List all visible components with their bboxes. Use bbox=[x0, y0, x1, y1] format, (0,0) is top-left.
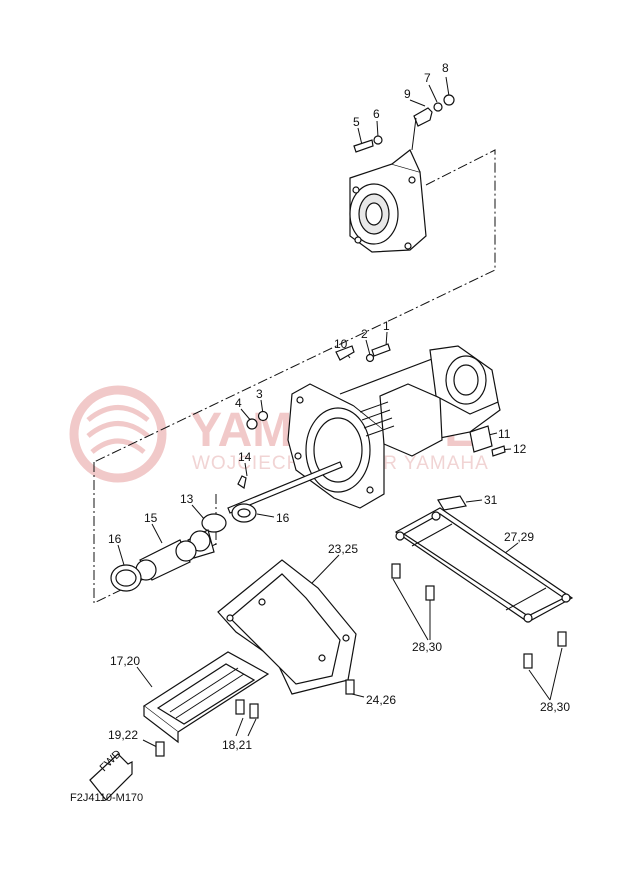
callout-11: 11 bbox=[498, 427, 511, 441]
callout-4: 4 bbox=[235, 396, 242, 410]
callout-24-26: 24,26 bbox=[366, 693, 396, 707]
callout-16-right: 16 bbox=[276, 511, 290, 525]
callouts: 8 7 9 6 5 1 2 10 3 4 11 12 14 13 31 16 1… bbox=[108, 61, 570, 752]
callout-15: 15 bbox=[144, 511, 158, 525]
callout-17-20: 17,20 bbox=[110, 654, 140, 668]
upper-bearing-housing bbox=[349, 149, 427, 253]
ride-plate bbox=[142, 651, 270, 757]
drive-shaft-group bbox=[110, 461, 343, 592]
callout-19-22: 19,22 bbox=[108, 728, 138, 742]
callout-1: 1 bbox=[383, 319, 390, 333]
callout-2: 2 bbox=[361, 327, 368, 341]
watermark-logo bbox=[69, 385, 167, 483]
callout-13: 13 bbox=[180, 492, 194, 506]
jet-pump-housing bbox=[287, 345, 501, 509]
drawing-code: F2J4110-M170 bbox=[70, 792, 143, 804]
callout-14: 14 bbox=[238, 450, 252, 464]
callout-28-30-left: 28,30 bbox=[412, 640, 442, 654]
upper-fasteners bbox=[353, 94, 455, 153]
callout-18-21: 18,21 bbox=[222, 738, 252, 752]
callout-6: 6 bbox=[373, 107, 380, 121]
intake-grate bbox=[394, 495, 574, 623]
callout-16-left: 16 bbox=[108, 532, 122, 546]
callout-27-29: 27,29 bbox=[504, 530, 534, 544]
grate-bolts bbox=[391, 563, 567, 669]
callout-5: 5 bbox=[353, 115, 360, 129]
callout-12: 12 bbox=[513, 442, 527, 456]
callout-9: 9 bbox=[404, 87, 411, 101]
callout-3: 3 bbox=[256, 387, 263, 401]
pump-fasteners bbox=[246, 343, 506, 457]
callout-10: 10 bbox=[334, 337, 348, 351]
intake-duct bbox=[217, 559, 357, 695]
callout-28-30-right: 28,30 bbox=[540, 700, 570, 714]
callout-7: 7 bbox=[424, 71, 431, 85]
callout-31: 31 bbox=[484, 493, 498, 507]
fwd-arrow: FWD bbox=[89, 748, 133, 801]
callout-23-25: 23,25 bbox=[328, 542, 358, 556]
callout-8: 8 bbox=[442, 61, 449, 75]
